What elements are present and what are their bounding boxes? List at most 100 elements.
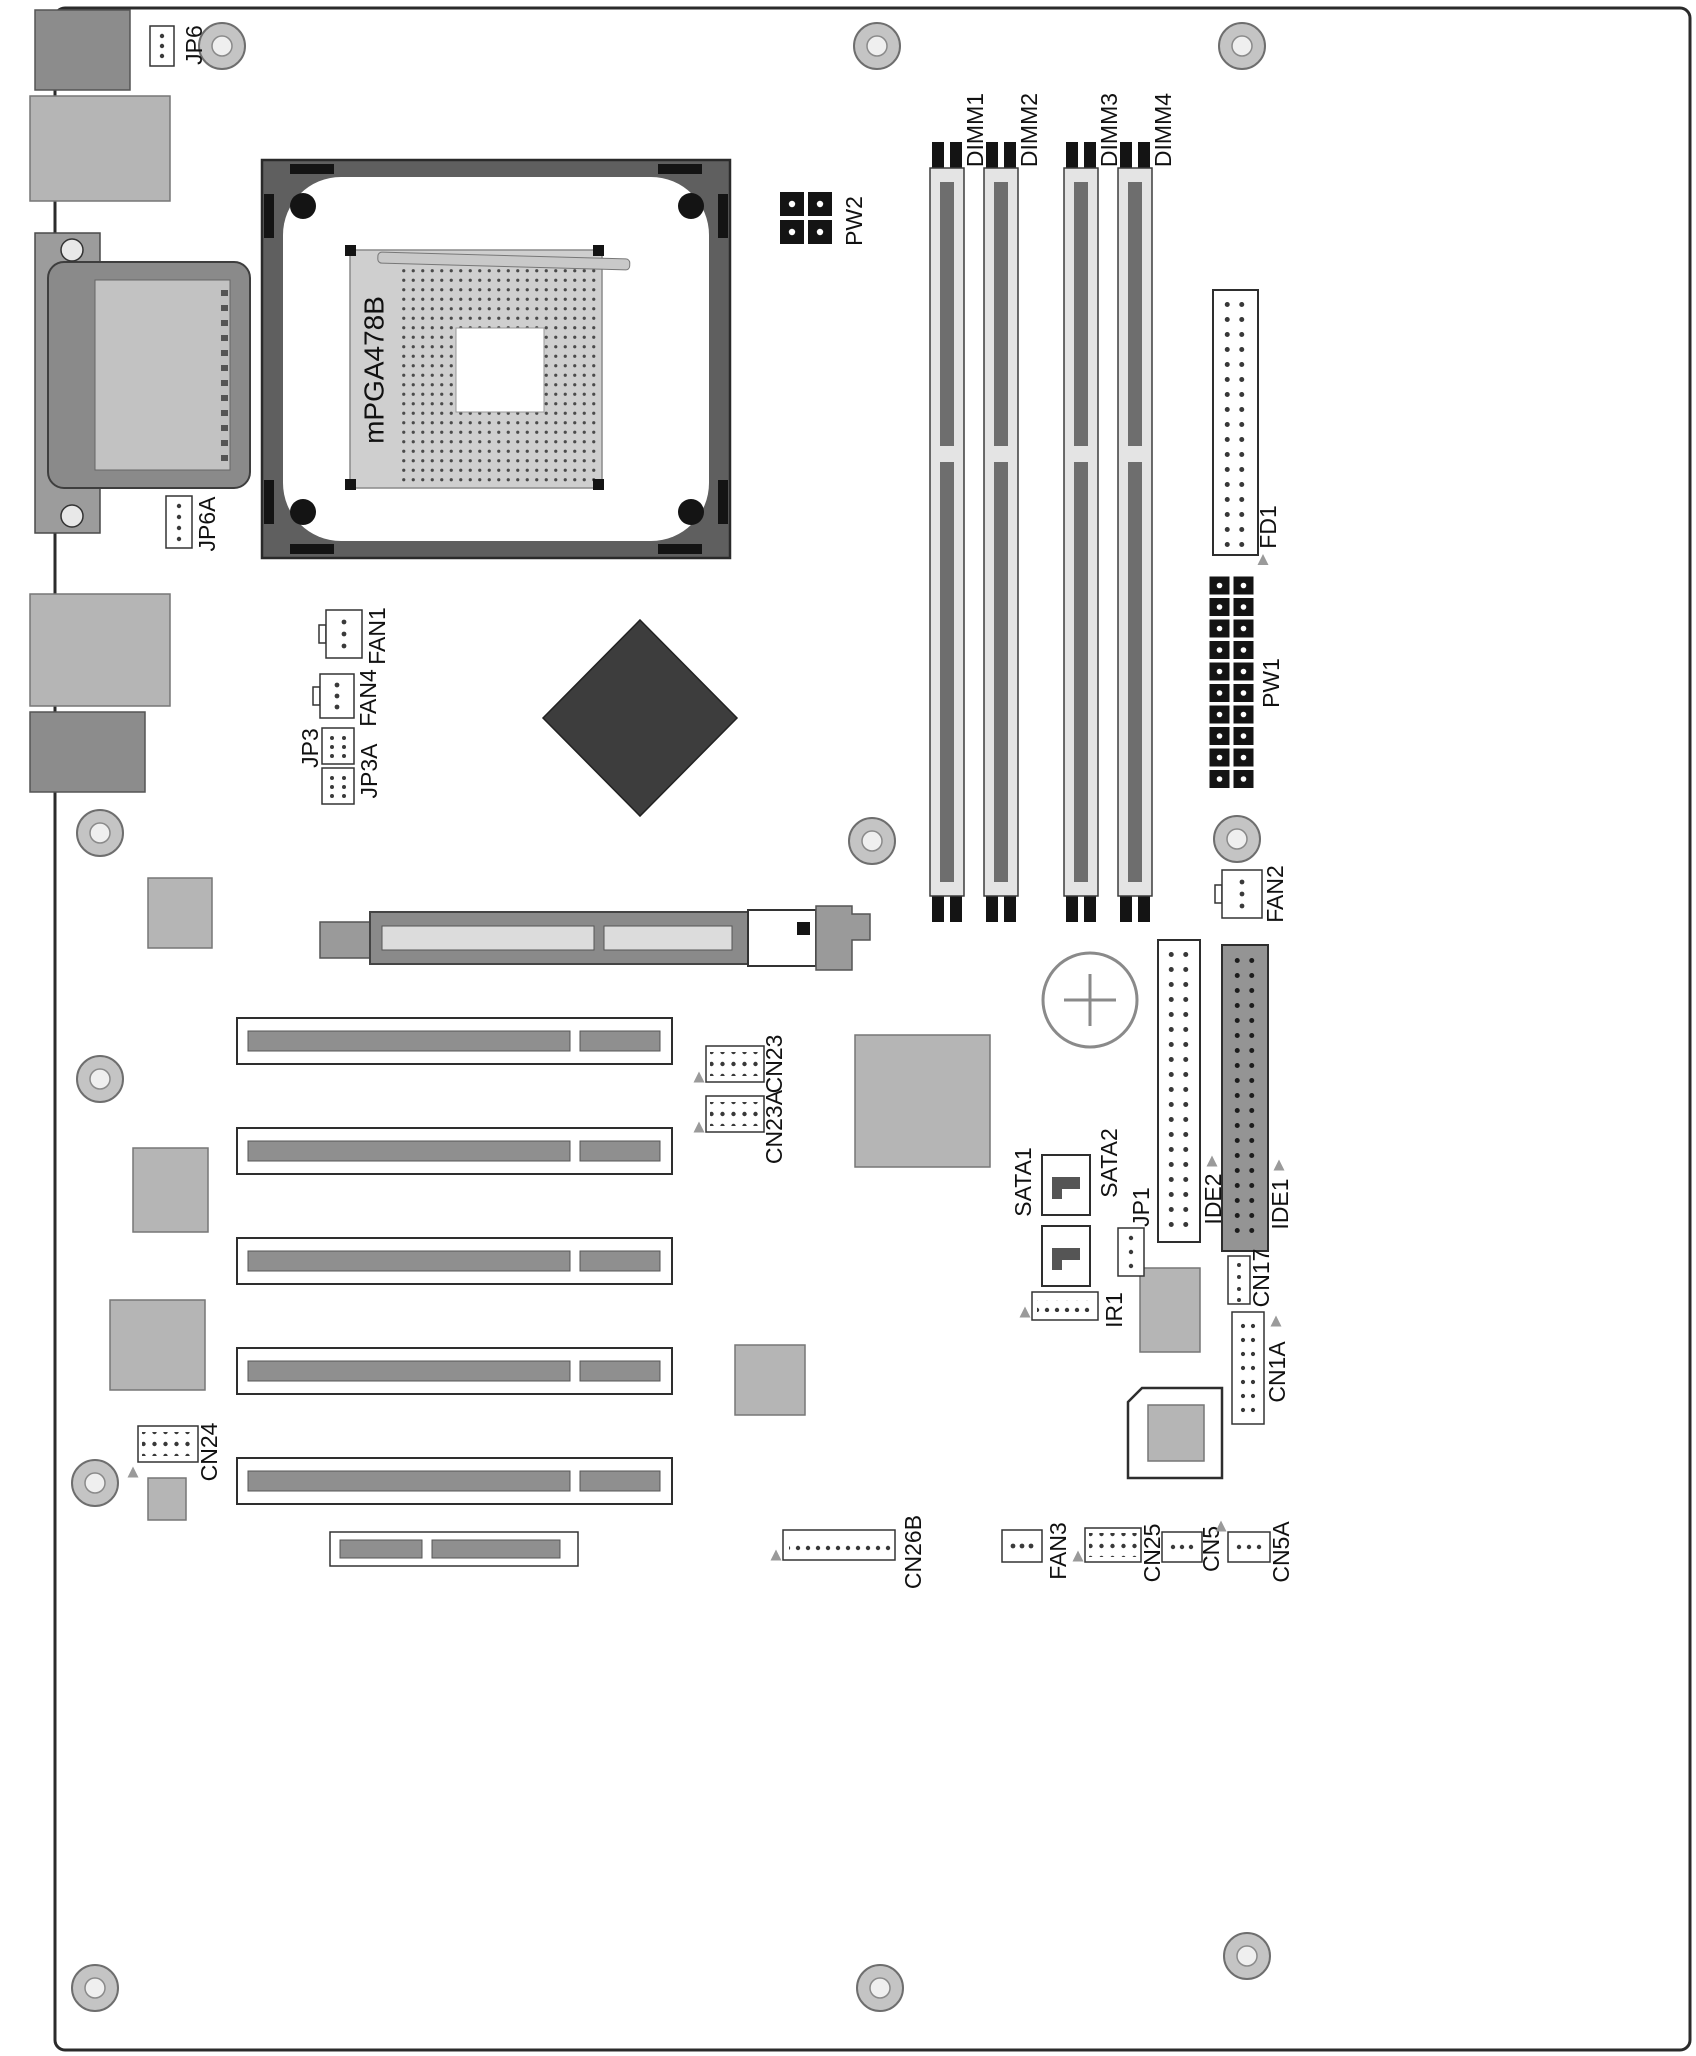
mounting-hole — [76, 809, 124, 857]
sata1-connector — [1041, 1154, 1091, 1216]
jp3-jumper — [321, 727, 355, 765]
fd1-connector — [1212, 289, 1259, 556]
battery-plus-icon — [1064, 974, 1116, 1026]
sata2-connector — [1041, 1225, 1091, 1287]
label-cn24: CN24 — [196, 1422, 222, 1481]
pw1-connector — [1208, 575, 1256, 790]
label-cn5: CN5 — [1198, 1526, 1224, 1572]
cnr-slot — [329, 1531, 579, 1567]
pin1-marker-icon — [1215, 1520, 1227, 1532]
cn17-header — [1227, 1255, 1251, 1305]
label-jp3a: JP3A — [356, 743, 382, 799]
label-fd1: FD1 — [1255, 505, 1281, 548]
socket-lever — [377, 251, 631, 271]
smd-component — [1139, 1267, 1201, 1353]
dimm4-slot — [1117, 142, 1153, 922]
smd-component — [147, 877, 213, 949]
label-fan3: FAN3 — [1045, 1522, 1071, 1580]
jp3a-jumper — [321, 767, 355, 805]
pin1-marker-icon — [1270, 1315, 1282, 1327]
label-ir1: IR1 — [1101, 1292, 1127, 1328]
screw-post-icon — [60, 238, 84, 262]
parallel-serial-port — [34, 232, 251, 534]
dimm3-slot — [1063, 142, 1099, 922]
jp6a-jumper — [165, 495, 193, 549]
cn23a-header — [705, 1095, 765, 1133]
label-fan2: FAN2 — [1262, 865, 1288, 923]
fan4-header — [312, 673, 355, 719]
label-cn25: CN25 — [1139, 1524, 1165, 1583]
pin1-marker-icon — [693, 1071, 705, 1083]
mounting-hole — [76, 1055, 124, 1103]
pin1-marker-icon — [1206, 1155, 1218, 1167]
label-dimm4: DIMM4 — [1150, 93, 1176, 167]
label-pw1: PW1 — [1258, 658, 1284, 708]
label-dimm2: DIMM2 — [1016, 93, 1042, 167]
smd-component — [734, 1344, 806, 1416]
label-dimm1: DIMM1 — [962, 93, 988, 167]
cn5-header — [1161, 1531, 1203, 1563]
battery — [1041, 951, 1139, 1049]
pin1-marker-icon — [1257, 554, 1269, 565]
mounting-hole — [198, 22, 246, 70]
fan1-header — [318, 609, 363, 659]
pw2-connector — [780, 192, 836, 248]
fan3-header — [1001, 1529, 1043, 1563]
label-cn23: CN23 — [761, 1035, 787, 1094]
label-dimm3: DIMM3 — [1096, 93, 1122, 167]
jp6-jumper — [149, 25, 175, 67]
label-cn17: CN17 — [1248, 1249, 1274, 1308]
io-port-block-upper — [29, 95, 171, 202]
smd-component — [109, 1299, 206, 1391]
pin1-marker-icon — [770, 1549, 782, 1561]
smd-component — [132, 1147, 209, 1233]
fan2-header — [1214, 869, 1263, 919]
cn5a-header — [1227, 1531, 1271, 1563]
label-cpu-socket: mPGA478B — [359, 296, 390, 444]
pci-slot — [236, 1127, 673, 1175]
mounting-hole — [71, 1964, 119, 2012]
label-pw2: PW2 — [841, 196, 867, 246]
cn25-header — [1084, 1527, 1143, 1563]
plcc-socket — [1126, 1386, 1224, 1480]
dimm2-slot — [983, 142, 1019, 922]
pin1-marker-icon — [693, 1121, 705, 1133]
pci-slot — [236, 1017, 673, 1065]
cn1a-header — [1231, 1311, 1265, 1425]
agp-slot — [319, 905, 871, 971]
label-jp6a: JP6A — [194, 496, 220, 552]
label-jp1: JP1 — [1128, 1187, 1154, 1227]
label-fan1: FAN1 — [364, 607, 390, 665]
label-cn5a: CN5A — [1268, 1521, 1294, 1583]
pin1-marker-icon — [1019, 1306, 1031, 1318]
label-cn26b: CN26B — [900, 1515, 926, 1589]
pin1-marker-icon — [1273, 1159, 1285, 1171]
pci-slot — [236, 1457, 673, 1505]
ir1-header — [1031, 1291, 1099, 1321]
label-fan4: FAN4 — [355, 669, 381, 727]
chipset — [854, 1034, 991, 1168]
io-port-block-audio — [29, 711, 146, 793]
pci-slot — [236, 1347, 673, 1395]
label-sata2: SATA2 — [1096, 1128, 1122, 1197]
chipset-heatsink — [541, 618, 739, 818]
cn26b-header — [782, 1529, 896, 1561]
jp1-jumper — [1117, 1227, 1145, 1277]
mounting-hole — [1223, 1932, 1271, 1980]
label-cn23a: CN23A — [761, 1089, 787, 1164]
pin1-marker-icon — [1072, 1550, 1084, 1562]
label-jp6: JP6 — [181, 25, 207, 65]
pci-slot — [236, 1237, 673, 1285]
mounting-hole — [848, 817, 896, 865]
ide2-connector — [1157, 939, 1201, 1243]
mounting-hole — [853, 22, 901, 70]
label-jp3: JP3 — [297, 728, 323, 768]
ide1-connector — [1221, 944, 1269, 1252]
cpu-socket: mPGA478B — [260, 158, 732, 560]
mounting-hole — [1218, 22, 1266, 70]
smd-component — [147, 1477, 187, 1521]
cn23-header — [705, 1045, 765, 1083]
mounting-hole — [1213, 815, 1261, 863]
io-port-block-lower — [29, 593, 171, 707]
